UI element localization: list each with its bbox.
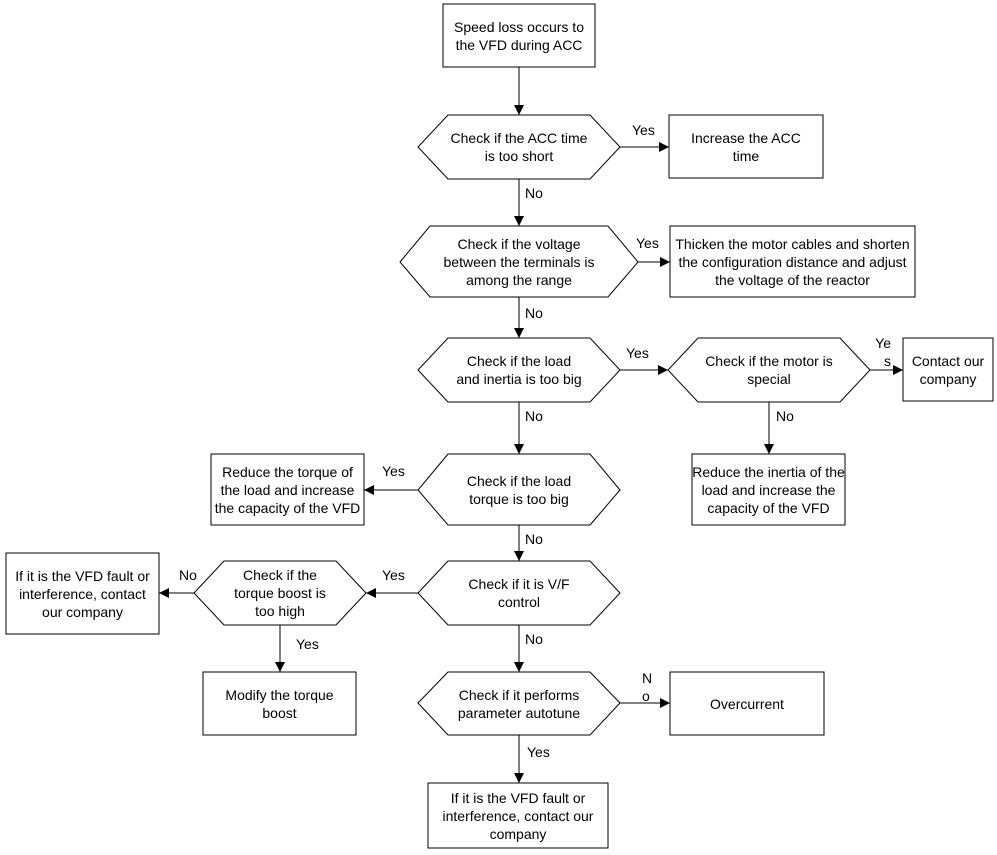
label-motor-yes: Ye s <box>875 335 891 369</box>
label-torque-yes: Yes <box>382 463 405 479</box>
label-inertia-no: No <box>525 408 543 424</box>
label-autotune-no: N o <box>642 670 653 704</box>
label-acc-yes: Yes <box>632 122 655 138</box>
check-acc-text: Check if the ACC time is too short <box>450 130 588 164</box>
label-vf-no: No <box>525 631 543 647</box>
check-autotune-text: Check if it performs parameter autotune <box>457 686 581 721</box>
increase-acc-text: Increase the ACC time <box>691 129 801 164</box>
overcurrent-text: Overcurrent <box>710 695 784 712</box>
vfd-fault-box-2 <box>427 782 609 849</box>
contact-company-text: Contact our company <box>911 352 985 387</box>
label-acc-no: No <box>525 185 543 201</box>
label-boost-no: No <box>179 567 197 583</box>
reduce-torque-text: Reduce the torque of the load and increa… <box>214 463 361 516</box>
modify-boost-text: Modify the torque boost <box>225 686 334 721</box>
check-boost-text: Check if the torque boost is too high <box>234 567 326 619</box>
label-inertia-yes: Yes <box>626 345 649 361</box>
check-acc-hexagon <box>417 114 621 180</box>
check-inertia-hexagon <box>417 337 621 403</box>
thicken-cables-box <box>669 225 916 298</box>
contact-company-box <box>902 337 994 402</box>
label-torque-no: No <box>525 531 543 547</box>
vfd-fault-text-2: If it is the VFD fault or interference, … <box>442 789 594 842</box>
label-motor-no: No <box>776 408 794 424</box>
label-boost-yes: Yes <box>296 636 319 652</box>
vfd-fault-box-1 <box>5 552 160 635</box>
check-vf-text: Check if it is V/F control <box>468 576 570 610</box>
increase-acc-box <box>668 114 824 179</box>
label-vf-yes: Yes <box>382 567 405 583</box>
start-text: Speed loss occurs to the VFD during ACC <box>454 18 584 53</box>
check-voltage-hexagon <box>399 225 639 298</box>
label-voltage-yes: Yes <box>636 235 659 251</box>
modify-boost-box <box>202 671 357 736</box>
check-motor-text: Check if the motor is special <box>705 353 833 387</box>
check-autotune-hexagon <box>417 671 621 736</box>
vfd-fault-text-1: If it is the VFD fault or interference, … <box>15 567 150 620</box>
start-box <box>442 3 596 68</box>
reduce-inertia-box <box>691 453 846 526</box>
reduce-torque-box <box>210 453 365 526</box>
label-autotune-yes: Yes <box>527 744 550 760</box>
check-torque-text: Check if the load torque is too big <box>466 472 572 507</box>
check-inertia-text: Check if the load and inertia is too big <box>456 353 582 387</box>
check-voltage-text: Check if the voltage between the termina… <box>443 235 595 288</box>
thicken-cables-text: Thicken the motor cables and shorten the… <box>675 235 910 288</box>
label-voltage-no: No <box>525 305 543 321</box>
reduce-inertia-text: Reduce the inertia of the load and incre… <box>692 463 845 516</box>
